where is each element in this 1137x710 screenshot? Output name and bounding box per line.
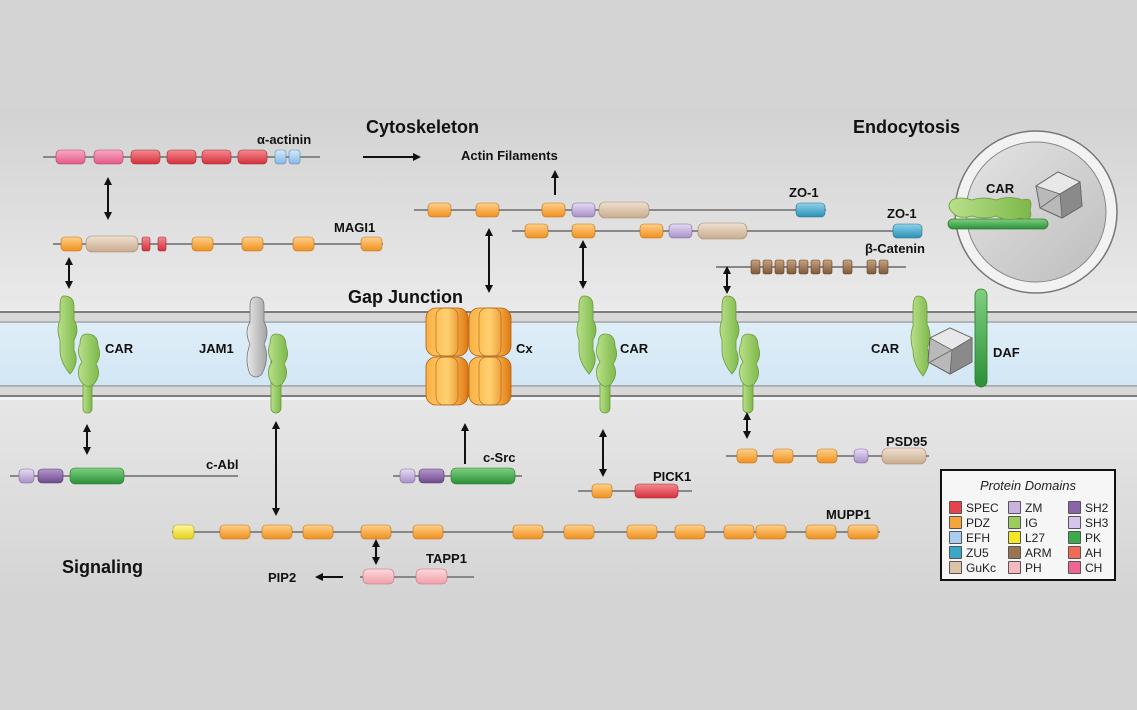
- interaction-arrows: [65, 153, 751, 581]
- legend-swatch: [1068, 501, 1081, 514]
- legend-item-efh: EFH: [949, 531, 990, 545]
- section-signaling: Signaling: [62, 557, 143, 577]
- label-jam1: JAM1: [199, 341, 234, 356]
- legend-item-ph: PH: [1008, 561, 1042, 575]
- virus-icon: [927, 327, 973, 375]
- car-receptor-4: [910, 295, 931, 377]
- alpha-actinin-protein: [43, 149, 320, 165]
- daf-receptor: [974, 288, 988, 388]
- legend-item-ig: IG: [1008, 516, 1038, 530]
- section-endocytosis: Endocytosis: [853, 117, 961, 137]
- legend-label: PH: [1025, 561, 1042, 575]
- legend-item-pk: PK: [1068, 531, 1101, 545]
- legend-swatch: [1008, 516, 1021, 529]
- legend-label: CH: [1085, 561, 1103, 575]
- label-car-3: CAR: [871, 341, 900, 356]
- label-psd95: PSD95: [886, 434, 928, 449]
- legend-item-l27: L27: [1008, 531, 1045, 545]
- label-cx: Cx: [516, 341, 533, 356]
- legend-swatch: [1008, 561, 1021, 574]
- section-gap-junction: Gap Junction: [348, 287, 464, 307]
- psd95-protein: [726, 447, 929, 465]
- label-zo1-b: ZO-1: [887, 206, 917, 221]
- virus-icon: [1035, 171, 1083, 219]
- legend-item-zu5: ZU5: [949, 546, 989, 560]
- label-pick1: PICK1: [653, 469, 692, 484]
- legend-item-pdz: PDZ: [949, 516, 990, 530]
- legend-label: ZM: [1025, 501, 1043, 515]
- legend-item-sh3: SH3: [1068, 516, 1108, 530]
- legend-swatch: [949, 546, 962, 559]
- legend-swatch: [1008, 501, 1021, 514]
- label-mupp1: MUPP1: [826, 507, 871, 522]
- legend-swatch: [1008, 531, 1021, 544]
- legend-swatch: [1068, 531, 1081, 544]
- label-tapp1: TAPP1: [426, 551, 467, 566]
- endocytic-vesicle: [954, 130, 1118, 294]
- pick1-protein: [578, 483, 692, 499]
- legend-label: PK: [1085, 531, 1102, 545]
- car-endocytosed: [947, 197, 1049, 230]
- label-actin-filaments: Actin Filaments: [461, 148, 558, 163]
- legend-label: SH3: [1085, 516, 1109, 530]
- mupp1-protein: [172, 524, 880, 540]
- legend-item-arm: ARM: [1008, 546, 1052, 560]
- legend-swatch: [1068, 546, 1081, 559]
- legend-label: EFH: [966, 531, 990, 545]
- legend-label: IG: [1025, 516, 1038, 530]
- legend-label: AH: [1085, 546, 1102, 560]
- legend-swatch: [949, 516, 962, 529]
- label-zo1-a: ZO-1: [789, 185, 819, 200]
- c-src-protein: [393, 467, 522, 485]
- legend-item-ch: CH: [1068, 561, 1102, 575]
- legend-label: PDZ: [966, 516, 990, 530]
- label-magi1: MAGI1: [334, 220, 376, 235]
- legend-swatch: [949, 501, 962, 514]
- legend-item-gukc: GuKc: [949, 561, 996, 575]
- car-receptor-1: [57, 295, 100, 414]
- jam1-receptor: [246, 296, 288, 414]
- legend-swatch: [1068, 516, 1081, 529]
- legend-item-spec: SPEC: [949, 501, 999, 515]
- tapp1-protein: [360, 568, 474, 585]
- label-pip2: PIP2: [268, 570, 297, 585]
- legend-label: SH2: [1085, 501, 1109, 515]
- zo1-protein-b: [512, 222, 923, 240]
- legend-item-ah: AH: [1068, 546, 1102, 560]
- label-c-abl: c-Abl: [206, 457, 239, 472]
- legend-label: L27: [1025, 531, 1046, 545]
- c-abl-protein: [10, 467, 238, 485]
- label-car-endocytosis: CAR: [986, 181, 1015, 196]
- legend-label: GuKc: [966, 561, 997, 575]
- connexin-gap-junction: [425, 307, 512, 406]
- label-alpha-actinin: α-actinin: [257, 132, 312, 147]
- legend-item-zm: ZM: [1008, 501, 1042, 515]
- legend-label: SPEC: [966, 501, 999, 515]
- magi1-protein: [53, 235, 383, 253]
- car-receptor-2: [576, 295, 617, 414]
- legend-swatch: [1008, 546, 1021, 559]
- label-car-2: CAR: [620, 341, 649, 356]
- label-car-1: CAR: [105, 341, 134, 356]
- legend-item-sh2: SH2: [1068, 501, 1108, 515]
- label-c-src: c-Src: [483, 450, 516, 465]
- legend-swatch: [949, 531, 962, 544]
- section-cytoskeleton: Cytoskeleton: [366, 117, 480, 137]
- legend-label: ZU5: [966, 546, 989, 560]
- beta-catenin-protein: [716, 259, 906, 275]
- legend-swatch: [1068, 561, 1081, 574]
- legend-label: ARM: [1025, 546, 1052, 560]
- label-daf: DAF: [993, 345, 1020, 360]
- legend-title: Protein Domains: [979, 478, 1077, 493]
- zo1-protein-a: [414, 201, 826, 219]
- label-beta-catenin: β-Catenin: [865, 241, 925, 256]
- legend-swatch: [949, 561, 962, 574]
